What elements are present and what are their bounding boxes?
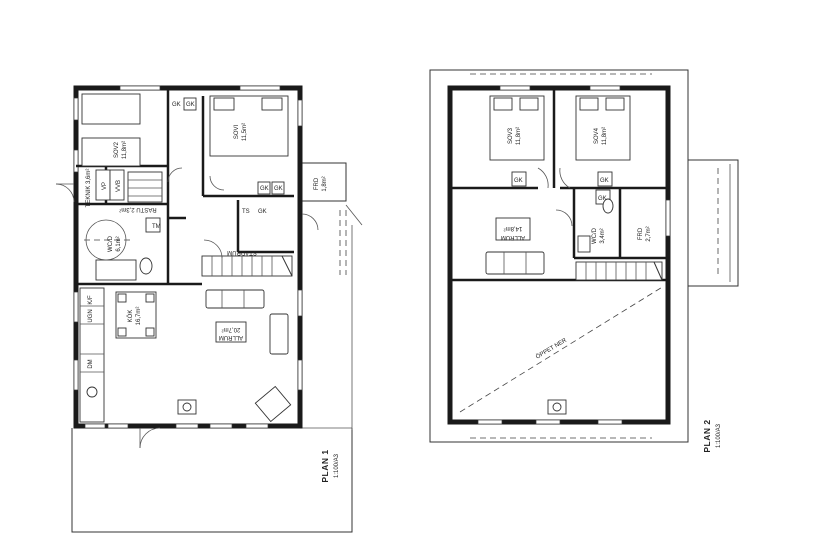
- plan1-kf: K/F: [88, 295, 94, 305]
- plan2-allrum: ALLRUM: [501, 234, 525, 240]
- plan1-allrum-table: [215, 321, 247, 343]
- plan-1: GK GK GK GK TS GK TM K/F UGN DM SOVI 11,…: [55, 85, 363, 533]
- plan2-allrum-area: 14,8m²: [504, 225, 523, 231]
- plan1-title: PLAN 1: [320, 449, 330, 482]
- plan1-gk3: GK: [260, 186, 269, 192]
- plan2-wc: WC/D: [592, 227, 598, 244]
- plan2-interior-walls: [450, 88, 668, 282]
- plan2-sov4-area: 11,8m²: [602, 127, 608, 145]
- plan1-kitchen: [79, 287, 157, 423]
- plan1-porch-step: [345, 204, 363, 226]
- plan2-sov3-area: 11,8m²: [516, 127, 522, 145]
- plan1-rastrum: RASTU 2,3m²: [119, 206, 156, 212]
- plan1-stair: [201, 255, 293, 277]
- plan1-sovi-area: 11,5m²: [242, 123, 248, 141]
- plan1-bed-sov2: [81, 93, 141, 167]
- plan1-allrum-area: 20,7m²: [222, 326, 241, 332]
- plan1-gk1-box: [183, 97, 197, 111]
- plan1-gk4-box: [271, 181, 285, 195]
- plan1-gk5: GK: [258, 209, 267, 215]
- plan1-vvb: VVB: [116, 180, 122, 192]
- plan1-scale: 1:100/A3: [334, 453, 340, 478]
- plan1-sovi: SOVI: [234, 125, 240, 140]
- plan2-gk1-box: [511, 171, 527, 187]
- plan2-sov3: SOV3: [508, 127, 514, 144]
- plan2-windows: [477, 85, 671, 425]
- plan2-open-below-line: [459, 285, 665, 413]
- plan1-windows: [73, 85, 303, 429]
- plan1-living: [177, 289, 292, 423]
- plan1-allrum: ALLRUM: [219, 334, 243, 340]
- plan2-gk3: GK: [598, 196, 607, 202]
- plan2-gk2-box: [597, 171, 613, 187]
- plan1-ts: TS: [242, 209, 250, 215]
- plan1-frd: FRD: [314, 177, 320, 190]
- plan2-wc-area: 3,4m²: [600, 228, 606, 243]
- plan2-bed-sov4: [575, 95, 631, 161]
- plan1-sov2-area: 11,8m²: [122, 141, 128, 159]
- plan2-sov4: SOV4: [594, 127, 600, 144]
- plan1-kok-area: 16,7m²: [136, 307, 142, 326]
- plan2-roof-outline: [429, 69, 689, 443]
- plan2-stair: [575, 261, 663, 281]
- plan1-gk1: GK: [172, 102, 181, 108]
- plan1-frd-area: 1,8m²: [322, 176, 328, 191]
- plan2-bed-sov3: [489, 95, 545, 161]
- plan1-teknik: [95, 169, 163, 203]
- plan1-ugn: UGN: [88, 309, 94, 322]
- plan2-title: PLAN 2: [702, 419, 712, 452]
- plan2-scale: 1:100/A3: [716, 423, 722, 448]
- plan1-gk4: GK: [274, 186, 283, 192]
- plan1-wc-area: 6,1m²: [116, 236, 122, 251]
- plan1-tm: TM: [152, 224, 161, 230]
- plan1-gk2: GK: [186, 102, 195, 108]
- plan1-sov2: SOV2: [114, 141, 120, 158]
- plan1-bed-sov1: [209, 95, 289, 157]
- plan1-vp: VP: [102, 182, 108, 190]
- plan1-gk3-box: [257, 181, 271, 195]
- plan1-kok: KÖK: [127, 310, 134, 323]
- plan1-bathroom-fixtures: [84, 217, 161, 281]
- plan2-frd-area: 2,7m²: [646, 226, 652, 241]
- plan2-gk2: GK: [600, 178, 609, 184]
- plan1-dm: DM: [88, 359, 94, 368]
- plan1-stadrum: STÄDRUM: [227, 249, 257, 256]
- plan1-deck-outline: [71, 428, 353, 533]
- plan2-frd: FRD: [638, 227, 644, 240]
- plan2-dormer: [688, 159, 739, 287]
- plan2-exterior-walls: [447, 85, 671, 425]
- plan1-teknik: TEKNIK 3,6m²: [86, 169, 92, 208]
- plan2-living: [485, 217, 567, 415]
- plan2-doors: [537, 167, 573, 227]
- plan2-bathroom-fixtures: [577, 198, 614, 253]
- plan1-doors: [55, 167, 319, 449]
- plan1-wc: WC/D: [108, 235, 114, 252]
- plan2-gk1: GK: [514, 178, 523, 184]
- plan-2: GK GK GK SOV3 11,8m² SOV4 11,8m² ALLRUM …: [429, 69, 739, 453]
